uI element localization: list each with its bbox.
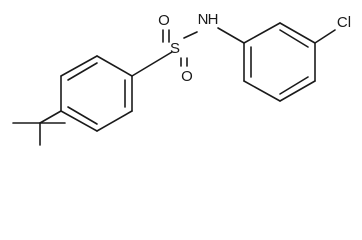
ring-inner-double-bond (279, 29, 309, 48)
benzene-ring-left (60, 55, 133, 132)
ring-bond (96, 110, 133, 132)
bond-tbutyl-to-ring (39, 110, 62, 124)
ring-bond (279, 22, 316, 44)
bond-sulfur-to-nitrogen (183, 31, 198, 39)
benzene-ring-right (243, 22, 316, 102)
ring-inner-double-bond (67, 106, 98, 125)
ring-bond (243, 80, 281, 102)
atom-label-chlorine: Cl (337, 14, 351, 31)
tert-butyl-group (12, 110, 66, 146)
ring-bond (60, 55, 98, 77)
ring-inner-double-bond (67, 62, 98, 81)
atom-label-sulfur: S (170, 40, 180, 57)
atom-label-hydrogen: H (208, 11, 219, 28)
ring-inner-double-bond (279, 76, 309, 95)
ring-bond (60, 110, 98, 132)
atom-label-nitrogen: N (198, 11, 209, 28)
chloro-substituent: Cl (314, 14, 351, 44)
atom-label-oxygen-top: O (158, 12, 170, 29)
ring-bond (243, 22, 281, 44)
atom-label-oxygen-bottom: O (181, 68, 193, 85)
bond-ring-to-sulfur (131, 51, 173, 77)
bond-nitrogen-to-ring (217, 27, 245, 44)
chemical-structure: S O O N H Cl (12, 11, 351, 146)
amine-linker: N H (198, 11, 245, 44)
sulfonyl-group: S O O (131, 12, 198, 85)
ring-bond (279, 80, 316, 102)
bond-ring-to-chlorine (314, 29, 336, 44)
ring-bond (96, 55, 133, 77)
